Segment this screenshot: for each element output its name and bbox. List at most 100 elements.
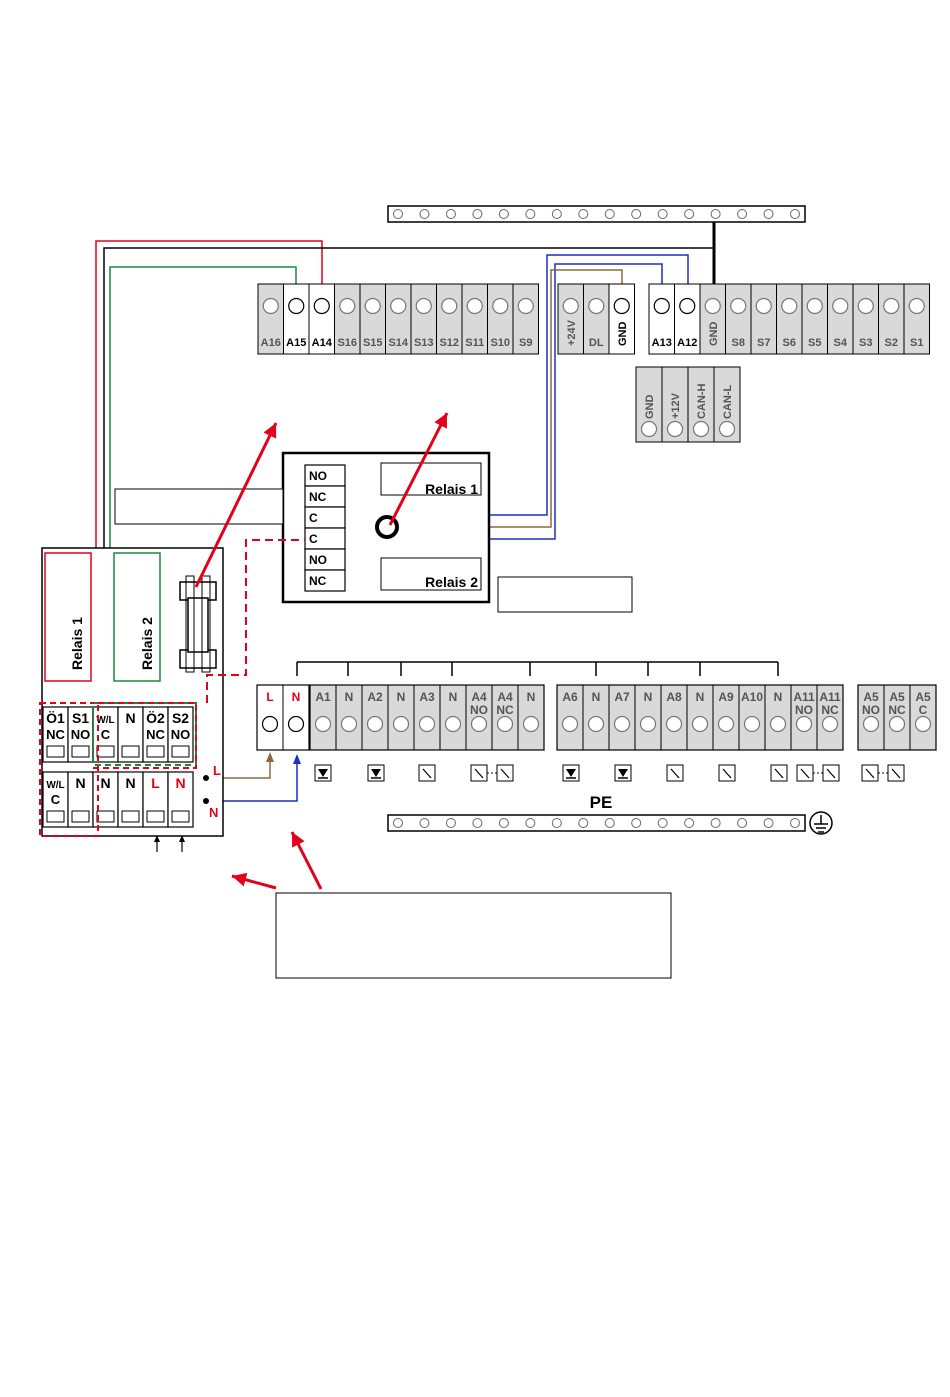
top-right-block-terminal xyxy=(699,283,726,355)
rail-hole xyxy=(393,209,403,219)
group-relais1-dashed xyxy=(39,702,99,837)
module-relais1-label: Relais 1 xyxy=(69,617,85,670)
terminal-screw xyxy=(96,745,115,758)
module-row2-label: L xyxy=(151,775,160,791)
triac-icon xyxy=(318,769,328,777)
relay-contact-icon xyxy=(800,768,810,779)
output-block-3-sublabel: NC xyxy=(888,703,906,717)
triac-icon xyxy=(618,769,628,777)
terminal-screw xyxy=(755,297,772,315)
top-left-block-terminal xyxy=(359,283,386,355)
group-relais1-dashed xyxy=(93,702,197,769)
top-mid-block-label: DL xyxy=(589,337,604,349)
rail-hole xyxy=(631,818,642,828)
module-row1-sublabel: NO xyxy=(171,727,191,742)
module-row2-label: N xyxy=(125,775,135,791)
rail-hole xyxy=(763,209,774,219)
wire-brown-L xyxy=(206,760,271,779)
rail-hole xyxy=(419,209,430,219)
rail-hole xyxy=(604,818,615,828)
relay-contact-icon xyxy=(670,768,680,779)
terminal-screw xyxy=(691,715,709,733)
top-right-block-terminal xyxy=(648,283,675,355)
wire-N-label: N xyxy=(209,805,218,820)
top-right-block-label: S4 xyxy=(834,337,848,349)
terminal-screw xyxy=(666,420,684,438)
top-right-block-terminal xyxy=(852,283,879,355)
terminal-screw xyxy=(613,297,630,315)
relais2-box xyxy=(380,557,482,591)
top-ground-rail xyxy=(387,205,806,223)
top-mid-block-label: +24V xyxy=(566,319,578,346)
callout-arrow-module xyxy=(232,872,248,887)
module-row1-sublabel: C xyxy=(101,727,111,742)
module-row2-label: N xyxy=(100,775,110,791)
terminal-screw xyxy=(862,715,880,733)
diagram-static-shapes: PE xyxy=(296,205,905,835)
callout-arrow-power xyxy=(292,832,305,848)
relais1-box xyxy=(380,462,482,496)
top-left-block-terminal xyxy=(257,283,284,355)
terminal-screw xyxy=(730,297,747,315)
terminal-screw xyxy=(71,745,90,758)
relay-board-terminal xyxy=(304,569,346,592)
rail-hole xyxy=(684,209,695,219)
wire-blue-N xyxy=(206,762,298,802)
top-right-block-terminal xyxy=(903,283,930,355)
wire-dot xyxy=(203,798,209,804)
can-label: GND xyxy=(644,395,656,420)
terminal-screw xyxy=(46,810,65,823)
rail-hole xyxy=(710,818,721,828)
terminal-screw xyxy=(639,715,657,733)
top-left-block-terminal xyxy=(385,283,412,355)
terminal-screw xyxy=(364,297,381,315)
rail-hole xyxy=(657,818,668,828)
fuse-icon xyxy=(187,597,209,653)
top-left-block-terminal xyxy=(283,283,310,355)
module-row1-label: N xyxy=(125,710,135,726)
wire-arrow-icon xyxy=(266,752,274,762)
callout-arrow-relay xyxy=(388,412,449,526)
output-block-1-label: A3 xyxy=(419,690,435,704)
top-mid-block-terminal xyxy=(557,283,584,355)
top-right-block-terminal xyxy=(674,283,701,355)
top-right-block-label: S7 xyxy=(757,337,770,349)
top-right-block-label: S5 xyxy=(808,337,821,349)
terminal-screw xyxy=(313,297,330,315)
rail-hole xyxy=(525,818,536,828)
terminal-screw xyxy=(718,420,736,438)
module-relais1 xyxy=(44,552,92,682)
terminal-screw xyxy=(46,745,65,758)
terminal-screw xyxy=(561,715,579,733)
rail-hole xyxy=(631,209,642,219)
output-block-2-label: N xyxy=(644,690,653,704)
rail-hole xyxy=(763,818,774,828)
terminal-screw xyxy=(288,297,305,315)
terminal-screw xyxy=(146,810,165,823)
wire-black-gnd xyxy=(103,247,714,563)
terminal-screw xyxy=(287,715,305,733)
output-block-2-label: A10 xyxy=(741,690,763,704)
module-row1-label: S2 xyxy=(172,710,189,726)
terminal-screw xyxy=(390,297,407,315)
module-row1-label: S1 xyxy=(72,710,89,726)
relais1-label: Relais 1 xyxy=(425,481,478,497)
terminal-screw xyxy=(781,297,798,315)
top-left-block-label: A15 xyxy=(286,337,306,349)
terminal-screw xyxy=(679,297,696,315)
callout-arrows xyxy=(194,412,449,890)
terminal-screw xyxy=(857,297,874,315)
module-row1-label: Ö1 xyxy=(46,710,65,726)
wire-arrow-icon xyxy=(293,754,301,764)
wire-brown-gnd xyxy=(467,269,623,528)
fuse-icon xyxy=(201,575,211,673)
output-block-1-label: A1 xyxy=(315,690,331,704)
top-right-block-label: S8 xyxy=(732,337,745,349)
triac-icon xyxy=(371,769,381,777)
output-block-1-label: N xyxy=(527,690,536,704)
terminal-screw xyxy=(96,810,115,823)
terminal-screw xyxy=(562,297,579,315)
